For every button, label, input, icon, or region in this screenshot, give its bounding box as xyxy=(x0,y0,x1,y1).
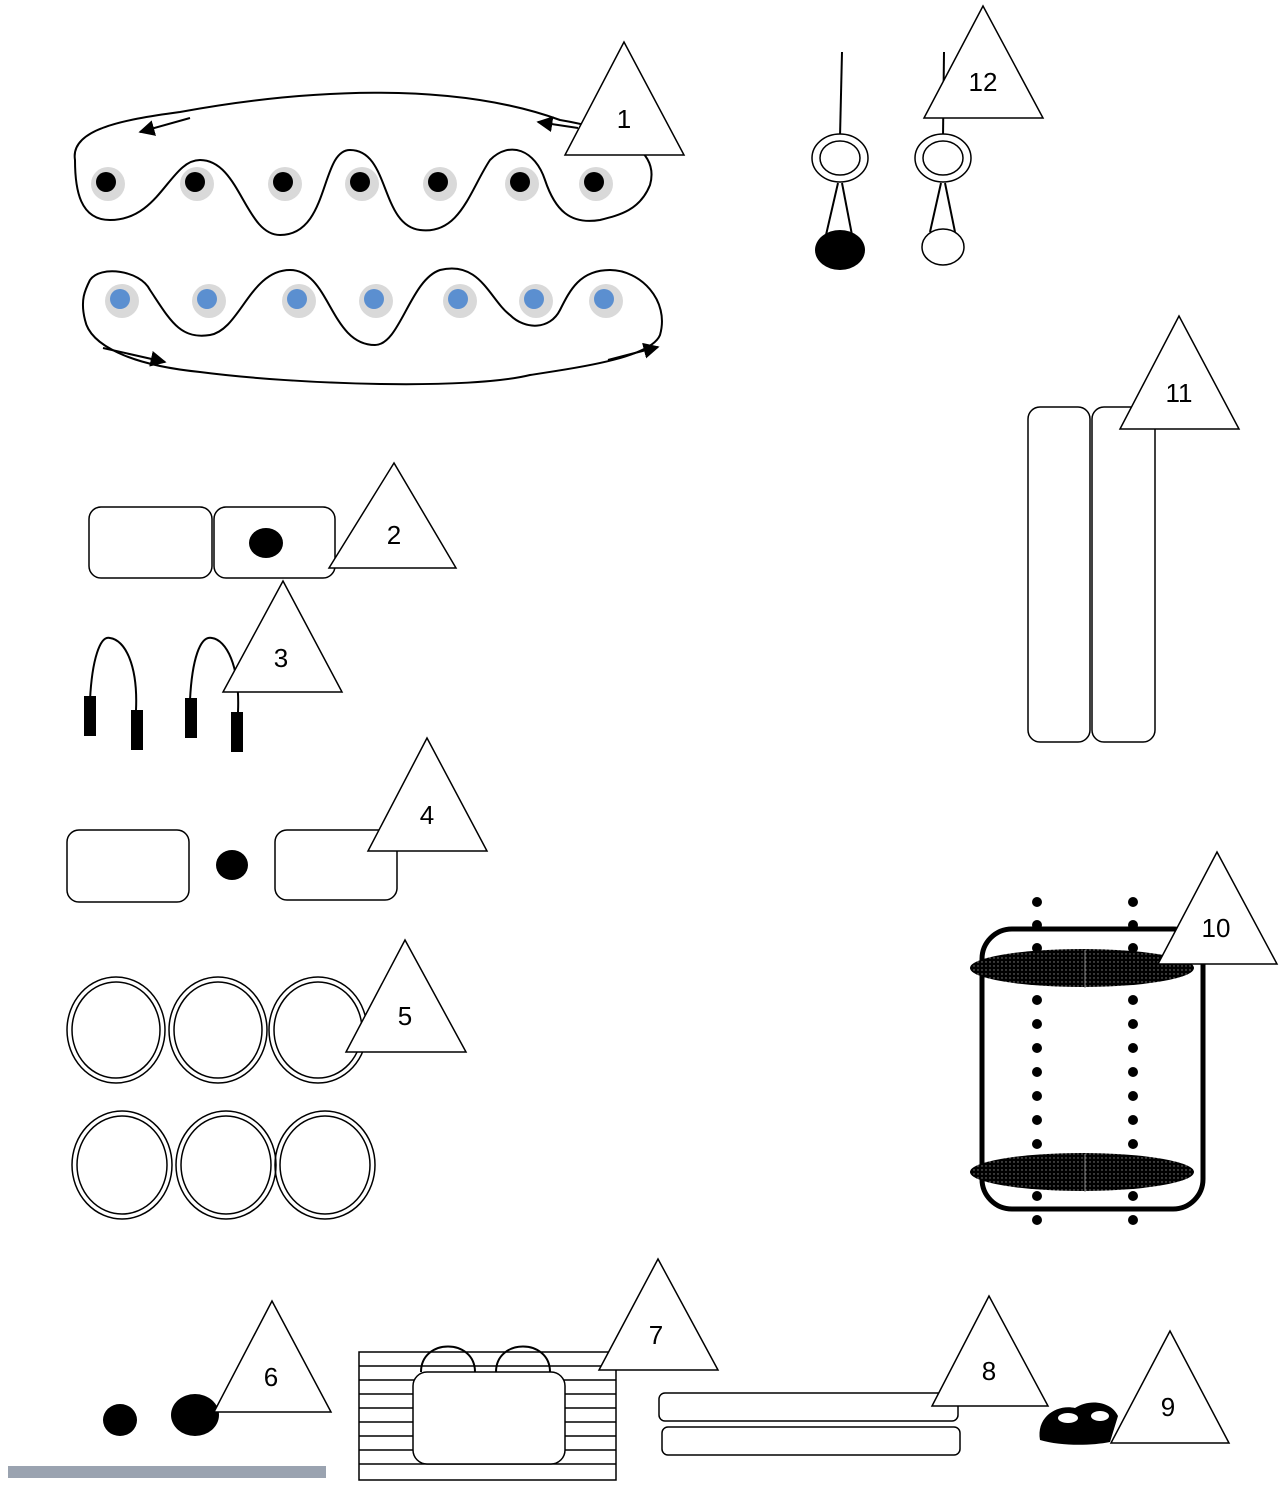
label-2: 2 xyxy=(387,520,401,550)
label-triangle-4: 4 xyxy=(368,738,487,851)
dot xyxy=(180,167,214,201)
dot xyxy=(579,167,613,201)
structure-2-paired-boxes: 2 xyxy=(89,463,456,578)
label-11: 11 xyxy=(1166,378,1193,408)
label-triangle-10: 10 xyxy=(1158,852,1277,964)
black-dot-row xyxy=(91,167,613,201)
label-triangle-3: 3 xyxy=(223,581,342,692)
dot xyxy=(268,167,302,201)
label-triangle-11: 11 xyxy=(1120,316,1239,429)
dot xyxy=(192,284,226,318)
structure-3-hooked-pairs: 3 xyxy=(84,581,342,752)
dot xyxy=(105,284,139,318)
dark-band xyxy=(970,1153,1194,1191)
garbled-text-strip xyxy=(8,1466,326,1478)
label-9: 9 xyxy=(1161,1392,1175,1422)
label-triangle-1: 1 xyxy=(565,42,684,155)
dot xyxy=(91,167,125,201)
upper-chain-outline xyxy=(75,93,652,235)
label-triangle-6: 6 xyxy=(214,1301,331,1412)
label-triangle-12: 12 xyxy=(924,6,1043,118)
dot xyxy=(282,284,316,318)
dot xyxy=(443,284,477,318)
label-triangle-2: 2 xyxy=(329,463,456,568)
dark-band xyxy=(970,949,1194,987)
arrow-left-icon xyxy=(140,118,190,132)
label-12: 12 xyxy=(969,67,998,97)
dot xyxy=(589,284,623,318)
label-6: 6 xyxy=(264,1362,278,1392)
structure-12-hanging-rings: 12 xyxy=(812,6,1043,270)
label-4: 4 xyxy=(420,800,434,830)
label-8: 8 xyxy=(982,1356,996,1386)
label-triangle-9: 9 xyxy=(1111,1331,1229,1443)
structure-8-flat-boxes: 8 xyxy=(659,1296,1048,1455)
structure-1-folded-chains: 1 xyxy=(75,42,684,384)
dot xyxy=(519,284,553,318)
structure-5-ring-rows: 5 xyxy=(67,940,466,1219)
dot xyxy=(505,167,539,201)
arrow-right-icon xyxy=(608,347,658,360)
label-triangle-5: 5 xyxy=(346,940,466,1052)
label-5: 5 xyxy=(398,1001,412,1031)
blue-dot-row xyxy=(105,284,623,318)
dot xyxy=(345,167,379,201)
structure-11-tall-bars: 11 xyxy=(1028,316,1239,742)
label-3: 3 xyxy=(274,643,288,673)
structure-6-two-dots: 6 xyxy=(8,1301,331,1478)
label-triangle-7: 7 xyxy=(599,1259,718,1370)
label-triangle-8: 8 xyxy=(932,1296,1048,1406)
structure-10-dotted-frame: 10 xyxy=(970,852,1277,1225)
white-bead xyxy=(922,229,964,265)
black-bead xyxy=(815,230,865,270)
structure-4-separated-boxes: 4 xyxy=(67,738,487,902)
dot xyxy=(423,167,457,201)
label-1: 1 xyxy=(617,104,631,134)
structure-9-dark-cluster: 9 xyxy=(1040,1331,1229,1445)
dot xyxy=(359,284,393,318)
label-7: 7 xyxy=(649,1320,663,1350)
label-10: 10 xyxy=(1202,913,1231,943)
